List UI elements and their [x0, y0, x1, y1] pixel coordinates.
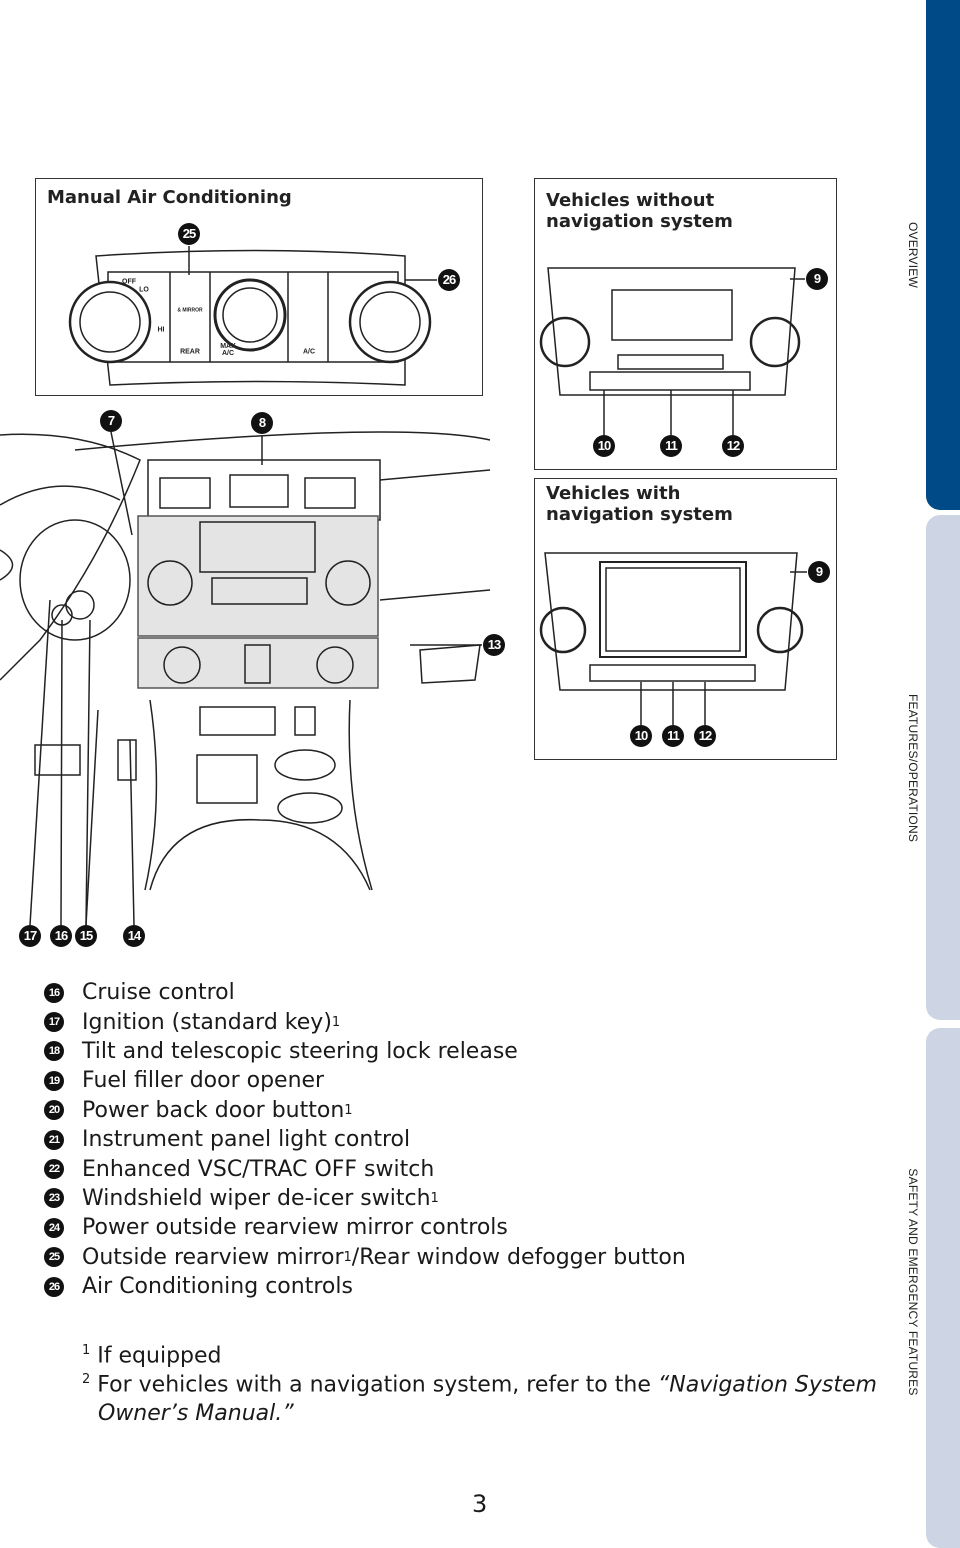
item-text: Enhanced VSC/TRAC OFF switch	[82, 1156, 435, 1182]
item-number: 26	[44, 1276, 64, 1297]
item-text: Ignition (standard key)	[82, 1009, 332, 1035]
without-nav-title-2: navigation system	[546, 211, 733, 232]
footnote-italic: Owner’s Manual.”	[98, 1401, 294, 1426]
list-item: 26 Air Conditioning controls	[44, 1272, 686, 1301]
ac-label-hi: HI	[157, 326, 165, 334]
item-number: 23	[44, 1188, 64, 1209]
item-number: 22	[44, 1159, 64, 1180]
tab-label-safety: SAFETY AND EMERGENCY FEATURES	[906, 1168, 920, 1396]
ac-label-max-ac: MAX A/C	[220, 343, 236, 357]
tab-safety-emergency[interactable]	[926, 1028, 960, 1548]
callout-13: 13	[483, 634, 505, 656]
item-number: 24	[44, 1217, 64, 1238]
list-item: 19 Fuel filler door opener	[44, 1066, 686, 1095]
item-text: Outside rearview mirror	[82, 1244, 344, 1270]
item-text: Instrument panel light control	[82, 1127, 411, 1153]
with-nav-figure	[534, 478, 837, 760]
item-text: Air Conditioning controls	[82, 1274, 353, 1300]
item-number: 16	[44, 982, 64, 1003]
illustrations	[0, 246, 807, 926]
audio-unit-drawing	[539, 267, 805, 435]
page-number: 3	[472, 1490, 488, 1518]
ac-label-off: OFF	[122, 278, 136, 286]
list-item: 21 Instrument panel light control	[44, 1125, 686, 1154]
item-text: Power outside rearview mirror controls	[82, 1215, 508, 1241]
callout-26: 26	[438, 269, 460, 291]
callout-9: 9	[806, 268, 828, 290]
footnote-2-line2: Owner’s Manual.”	[98, 1401, 294, 1426]
footnote-ref: 1	[343, 1249, 352, 1265]
dashboard-drawing	[0, 431, 491, 926]
item-number: 19	[44, 1070, 64, 1091]
ac-label-lo: LO	[139, 286, 149, 294]
callout-16: 16	[50, 925, 72, 947]
list-item: 17 Ignition (standard key)1	[44, 1007, 686, 1036]
without-nav-figure	[534, 178, 837, 470]
callout-7: 7	[100, 410, 122, 432]
ac-label-rear: REAR	[180, 348, 200, 356]
callout-10: 10	[630, 725, 652, 747]
footnote-text: If equipped	[97, 1343, 222, 1369]
callout-11: 11	[660, 435, 682, 457]
item-number: 21	[44, 1129, 64, 1150]
navigation-unit-drawing	[539, 552, 807, 725]
with-nav-title-2: navigation system	[546, 504, 733, 525]
without-nav-title-1: Vehicles without	[546, 190, 715, 211]
with-nav-title-1: Vehicles with	[546, 483, 681, 504]
footnote-2: 2 For vehicles with a navigation system,…	[82, 1372, 877, 1397]
feature-list: 16 Cruise control 17 Ignition (standard ke…	[44, 978, 686, 1301]
callout-14: 14	[123, 925, 145, 947]
item-number: 25	[44, 1247, 64, 1268]
footnote-ref: 1	[344, 1102, 353, 1118]
footnote-ref: 1	[430, 1190, 439, 1206]
footnote-italic: “Navigation System	[657, 1372, 877, 1398]
callout-11: 11	[662, 725, 684, 747]
callout-17: 17	[19, 925, 41, 947]
callout-12: 12	[694, 725, 716, 747]
ac-panel-drawing	[68, 246, 437, 386]
callout-9: 9	[808, 561, 830, 583]
list-item: 16 Cruise control	[44, 978, 686, 1007]
item-text: Power back door button	[82, 1097, 345, 1123]
callout-10: 10	[593, 435, 615, 457]
ac-label-mirror: & MIRROR	[177, 307, 203, 314]
list-item: 18 Tilt and telescopic steering lock rele…	[44, 1037, 686, 1066]
footnote-ref: 1	[331, 1014, 341, 1030]
callout-15: 15	[75, 925, 97, 947]
item-number: 20	[44, 1100, 64, 1121]
tab-overview[interactable]	[926, 0, 960, 510]
footnote-text: For vehicles with a navigation system, r…	[97, 1372, 658, 1398]
item-text: Windshield wiper de-icer switch	[82, 1185, 431, 1211]
list-item: 24 Power outside rearview mirror controls	[44, 1213, 686, 1242]
item-number: 17	[44, 1012, 64, 1033]
list-item: 22 Enhanced VSC/TRAC OFF switch	[44, 1154, 686, 1183]
manual-ac-title: Manual Air Conditioning	[47, 187, 292, 208]
tab-features-operations[interactable]	[926, 515, 960, 1020]
item-text: Tilt and telescopic steering lock releas…	[82, 1038, 518, 1064]
footnote-mark: 1	[82, 1343, 91, 1358]
item-number: 18	[44, 1041, 64, 1062]
callout-12: 12	[722, 435, 744, 457]
manual-ac-figure	[35, 178, 483, 396]
item-text: Cruise control	[82, 980, 235, 1006]
item-text: Fuel filler door opener	[82, 1068, 325, 1094]
footnote-1: 1 If equipped	[82, 1343, 222, 1368]
item-text-after: /Rear window defogger button	[351, 1244, 686, 1270]
callout-8: 8	[251, 412, 273, 434]
footnote-mark: 2	[82, 1372, 91, 1387]
callout-25: 25	[178, 223, 200, 245]
ac-label-ac: A/C	[302, 348, 316, 356]
